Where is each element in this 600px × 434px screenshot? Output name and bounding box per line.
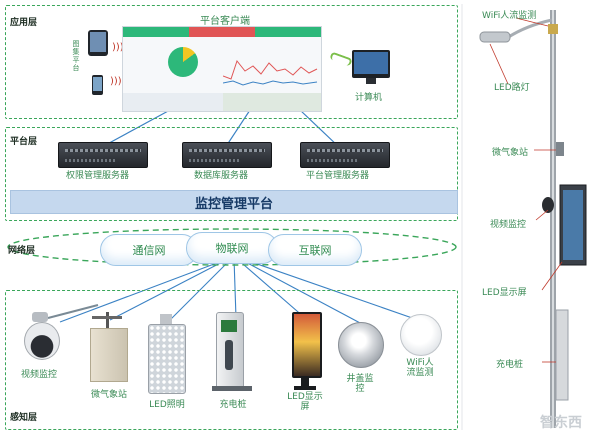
pole-label-wifi: WiFi人流监测 xyxy=(482,11,537,21)
sensing-layer-box xyxy=(5,290,458,430)
pole-label-charger: 充电桩 xyxy=(496,360,524,370)
device-label: 图集平台 xyxy=(72,40,80,72)
pole-label-video: 视频监控 xyxy=(490,220,527,230)
sensing-layer-label: 感知层 xyxy=(10,413,38,423)
platform-layer-box xyxy=(5,127,458,221)
wifi-sensor-icon xyxy=(400,314,442,356)
tablet-icon xyxy=(88,30,108,56)
application-layer-label: 应用层 xyxy=(10,18,38,28)
charging-pile-icon xyxy=(212,312,256,392)
pole-label-weather: 微气象站 xyxy=(492,148,529,158)
server-label-1: 数据库服务器 xyxy=(194,171,249,181)
camera-icon xyxy=(20,312,62,364)
server-permission xyxy=(58,142,148,168)
application-layer-box xyxy=(5,5,458,119)
server-label-0: 权限管理服务器 xyxy=(66,171,130,181)
led-light-icon xyxy=(146,314,186,394)
device-label-1: 微气象站 xyxy=(90,390,127,400)
monitoring-platform-bar: 监控管理平台 xyxy=(10,190,458,214)
weather-station-icon xyxy=(88,312,132,382)
server-label-2: 平台管理服务器 xyxy=(306,171,370,181)
network-cloud-internet: 互联网 xyxy=(268,234,362,266)
wifi-signal-icon: ))) xyxy=(112,42,124,53)
pole-label-led: LED路灯 xyxy=(494,83,530,93)
line-chart-icon xyxy=(223,59,318,86)
manhole-sensor-icon xyxy=(338,322,384,368)
dashboard-preview xyxy=(122,26,322,112)
computer-icon xyxy=(352,50,390,78)
device-label-5: 井盖监 控 xyxy=(346,374,374,394)
device-label-3: 充电桩 xyxy=(219,400,247,410)
pole-label-display: LED显示屏 xyxy=(482,288,527,298)
device-label-4: LED显示 屏 xyxy=(287,392,323,412)
server-database xyxy=(182,142,272,168)
computer-label: 计算机 xyxy=(355,93,383,103)
network-cloud-telecom: 通信网 xyxy=(100,234,198,266)
pie-icon xyxy=(168,47,198,77)
device-label-6: WiFi人 流监测 xyxy=(406,358,434,378)
server-platform xyxy=(300,142,390,168)
device-label-0: 视频监控 xyxy=(20,370,57,380)
network-cloud-iot: 物联网 xyxy=(186,232,278,264)
device-label-2: LED照明 xyxy=(149,400,185,410)
client-title: 平台客户端 xyxy=(200,16,250,27)
watermark-logo: 智东西 xyxy=(540,415,582,431)
smart-pole-illustration xyxy=(479,10,587,428)
wifi-signal-icon-2: ))) xyxy=(110,76,122,87)
phone-icon xyxy=(92,75,103,95)
led-display-icon xyxy=(290,312,322,390)
network-layer-label: 网络层 xyxy=(8,246,36,256)
platform-layer-label: 平台层 xyxy=(10,137,38,147)
